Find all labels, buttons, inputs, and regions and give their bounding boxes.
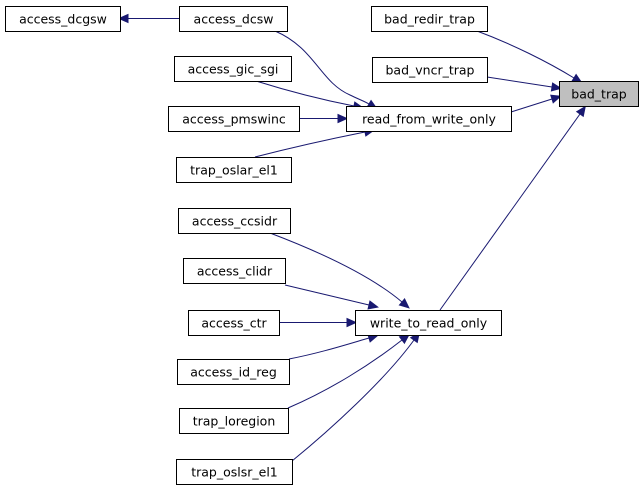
edge-access_dcsw-to-access_dcgsw	[117, 13, 179, 24]
node-box	[174, 56, 292, 82]
edge-write_to_read_only-to-bad_trap	[439, 105, 586, 311]
edge-line	[288, 337, 370, 360]
node-box	[177, 359, 290, 385]
node-label: write_to_read_only	[370, 316, 488, 331]
edge-read_from_write_only-to-bad_trap	[510, 94, 562, 113]
graph-edges	[117, 13, 586, 462]
edge-line	[291, 339, 415, 462]
edge-bad_redir_trap-to-bad_trap	[476, 30, 583, 84]
edge-line	[510, 98, 553, 113]
node-box	[346, 106, 512, 132]
arrowhead-icon	[550, 94, 562, 104]
edge-line	[274, 30, 370, 105]
node-box	[5, 6, 121, 32]
node-box	[372, 57, 488, 83]
node-label: access_ctr	[201, 316, 267, 331]
node-label: access_clidr	[197, 264, 273, 279]
edge-access_clidr-to-write_to_read_only	[284, 284, 379, 310]
node-label: access_dcsw	[194, 12, 274, 27]
edge-line	[269, 232, 403, 303]
node-box	[179, 408, 289, 434]
node-label: bad_redir_trap	[384, 12, 475, 27]
node-access-dcgsw[interactable]: access_dcgsw	[5, 6, 121, 32]
node-trap-oslsr-el1[interactable]: trap_oslsr_el1	[176, 459, 293, 485]
edge-access_gic_sgi-to-read_from_write_only	[255, 80, 365, 111]
node-label: trap_loregion	[193, 414, 276, 429]
node-bad-vncr-trap[interactable]: bad_vncr_trap	[372, 57, 488, 83]
node-box	[559, 81, 639, 107]
edge-line	[254, 131, 366, 158]
node-box	[183, 258, 286, 284]
node-label: access_pmswinc	[182, 112, 286, 127]
edge-line	[439, 113, 581, 311]
edge-access_id_reg-to-write_to_read_only	[288, 333, 379, 360]
node-box	[168, 106, 300, 132]
graph-nodes: access_dcgsw access_dcsw bad_redir_trapbad…	[5, 6, 639, 485]
arrowhead-icon	[575, 105, 586, 118]
node-write-to-read-only[interactable]: write_to_read_only	[355, 310, 502, 336]
arrowhead-icon	[117, 13, 129, 24]
node-access-id-reg[interactable]: access_id_reg	[177, 359, 290, 385]
edge-line	[284, 284, 370, 306]
arrowhead-icon	[337, 113, 349, 124]
node-box	[178, 208, 291, 234]
node-bad-redir-trap[interactable]: bad_redir_trap	[371, 6, 488, 32]
node-label: bad_trap	[571, 87, 626, 102]
node-label: trap_oslar_el1	[190, 163, 278, 178]
node-box	[188, 310, 280, 336]
node-label: access_id_reg	[190, 365, 277, 380]
node-label: access_gic_sgi	[188, 62, 279, 77]
edge-line	[476, 30, 575, 79]
node-trap-loregion[interactable]: trap_loregion	[179, 408, 289, 434]
edge-access_ccsidr-to-write_to_read_only	[269, 232, 410, 309]
node-read-from-write-only[interactable]: read_from_write_only	[346, 106, 512, 132]
node-access-ctr[interactable]: access_ctr	[188, 310, 280, 336]
node-access-ccsidr[interactable]: access_ccsidr	[178, 208, 291, 234]
node-trap-oslar-el1[interactable]: trap_oslar_el1	[176, 157, 292, 183]
node-access-pmswinc[interactable]: access_pmswinc	[168, 106, 300, 132]
arrowhead-icon	[346, 317, 358, 328]
node-box	[355, 310, 502, 336]
edge-trap_oslar_el1-to-read_from_write_only	[254, 127, 376, 158]
edge-line	[255, 80, 355, 107]
node-label: access_ccsidr	[192, 214, 278, 229]
node-access-dcsw[interactable]: access_dcsw	[179, 6, 288, 32]
node-box	[176, 157, 292, 183]
node-label: access_dcgsw	[19, 12, 107, 27]
node-label: bad_vncr_trap	[386, 63, 475, 78]
edge-access_pmswinc-to-read_from_write_only	[299, 113, 349, 124]
node-box	[371, 6, 488, 32]
node-access-gic-sgi[interactable]: access_gic_sgi	[174, 56, 292, 82]
edge-bad_vncr_trap-to-bad_trap	[486, 76, 563, 92]
node-label: read_from_write_only	[362, 112, 496, 127]
edge-line	[287, 339, 403, 409]
node-box	[176, 459, 293, 485]
node-bad-trap[interactable]: bad_trap	[559, 81, 639, 107]
arrowhead-icon	[398, 298, 410, 309]
node-box	[179, 6, 288, 32]
arrowhead-icon	[550, 82, 563, 92]
node-label: trap_oslsr_el1	[191, 465, 278, 480]
edge-trap_loregion-to-write_to_read_only	[287, 333, 411, 409]
arrowhead-icon	[367, 300, 379, 310]
node-access-clidr[interactable]: access_clidr	[183, 258, 286, 284]
edge-access_ctr-to-write_to_read_only	[279, 317, 358, 328]
edge-line	[486, 76, 553, 88]
